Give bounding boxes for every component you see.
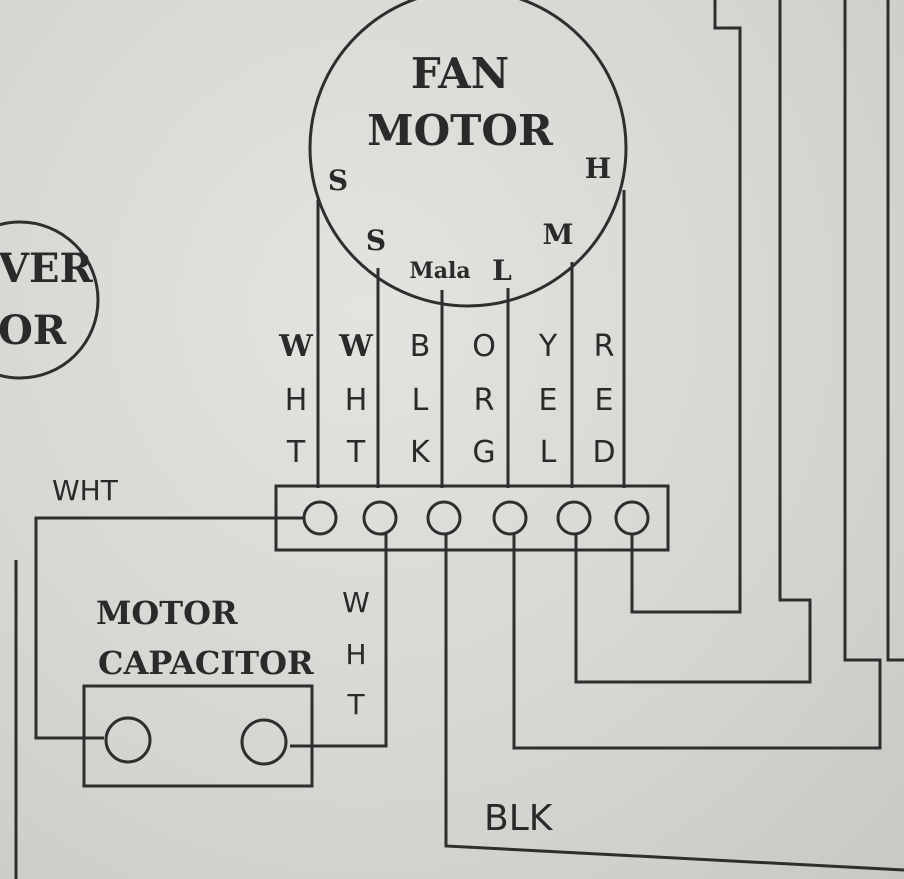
- svg-text:T: T: [346, 435, 366, 470]
- svg-text:W: W: [278, 329, 314, 364]
- wire-label-org: O R G: [472, 329, 496, 470]
- svg-text:R: R: [474, 383, 495, 418]
- blower-motor-circle: [0, 220, 100, 380]
- svg-text:R: R: [594, 329, 615, 364]
- terminal-screw-1: [302, 500, 338, 536]
- terminal-label-h: H: [585, 152, 611, 185]
- svg-text:W: W: [338, 329, 374, 364]
- capacitor-title-line1: MOTOR: [96, 594, 238, 632]
- wire-blk-loop: [444, 534, 904, 872]
- wire-wht-to-capacitor-right: [290, 532, 388, 748]
- terminal-screw-6: [614, 500, 650, 536]
- svg-text:H: H: [345, 383, 368, 418]
- blower-motor-label-line2: OR: [0, 307, 67, 354]
- wire-label-blk: B L K: [410, 329, 431, 470]
- svg-text:O: O: [472, 329, 496, 364]
- wire-label-wht2: W H T: [338, 329, 374, 470]
- blower-motor-label-line1: VER: [0, 245, 94, 292]
- capacitor-terminal-left: [104, 716, 152, 764]
- bottom-blk-label: BLK: [484, 798, 554, 839]
- terminal-label-m: M: [543, 218, 574, 251]
- fan-motor-title-line2: MOTOR: [367, 106, 554, 155]
- capacitor-terminal-right: [240, 718, 288, 766]
- wire-yel-loop: [574, 0, 812, 684]
- wire-red-loop: [630, 0, 742, 614]
- motor-capacitor-box: [82, 684, 314, 788]
- svg-text:E: E: [595, 383, 614, 418]
- svg-text:L: L: [540, 435, 557, 470]
- terminal-screw-2: [362, 500, 398, 536]
- svg-text:K: K: [410, 435, 431, 470]
- svg-text:W: W: [342, 586, 370, 619]
- svg-text:G: G: [472, 435, 495, 470]
- wire-org-loop: [512, 0, 882, 750]
- wire-outer-edge: [886, 0, 904, 662]
- svg-text:E: E: [539, 383, 558, 418]
- wire-label-red: R E D: [592, 329, 615, 470]
- svg-text:T: T: [286, 435, 306, 470]
- terminal-screw-3: [426, 500, 462, 536]
- svg-text:H: H: [345, 638, 366, 671]
- svg-text:T: T: [346, 688, 365, 721]
- svg-text:L: L: [412, 383, 429, 418]
- svg-text:H: H: [285, 383, 308, 418]
- fan-motor-title-line1: FAN: [411, 49, 509, 98]
- terminal-label-l: L: [492, 254, 512, 287]
- terminal-label-s-inner: S: [366, 224, 386, 257]
- terminal-screw-4: [492, 500, 528, 536]
- wire-label-yel: Y E L: [538, 329, 558, 470]
- fan-motor-circle: [308, 0, 628, 308]
- terminal-label-com: Mala: [409, 258, 470, 284]
- svg-text:Y: Y: [538, 329, 558, 364]
- wire-label-wht1: W H T: [278, 329, 314, 470]
- capacitor-wire-label-wht: W H T: [342, 586, 370, 721]
- capacitor-title-line2: CAPACITOR: [98, 644, 314, 682]
- svg-text:B: B: [410, 329, 431, 364]
- wire-wht-to-capacitor-left: [34, 516, 304, 740]
- terminal-label-s-outer: S: [328, 164, 348, 197]
- terminal-block-wht-label: WHT: [52, 474, 119, 507]
- terminal-screw-5: [556, 500, 592, 536]
- svg-text:D: D: [592, 435, 615, 470]
